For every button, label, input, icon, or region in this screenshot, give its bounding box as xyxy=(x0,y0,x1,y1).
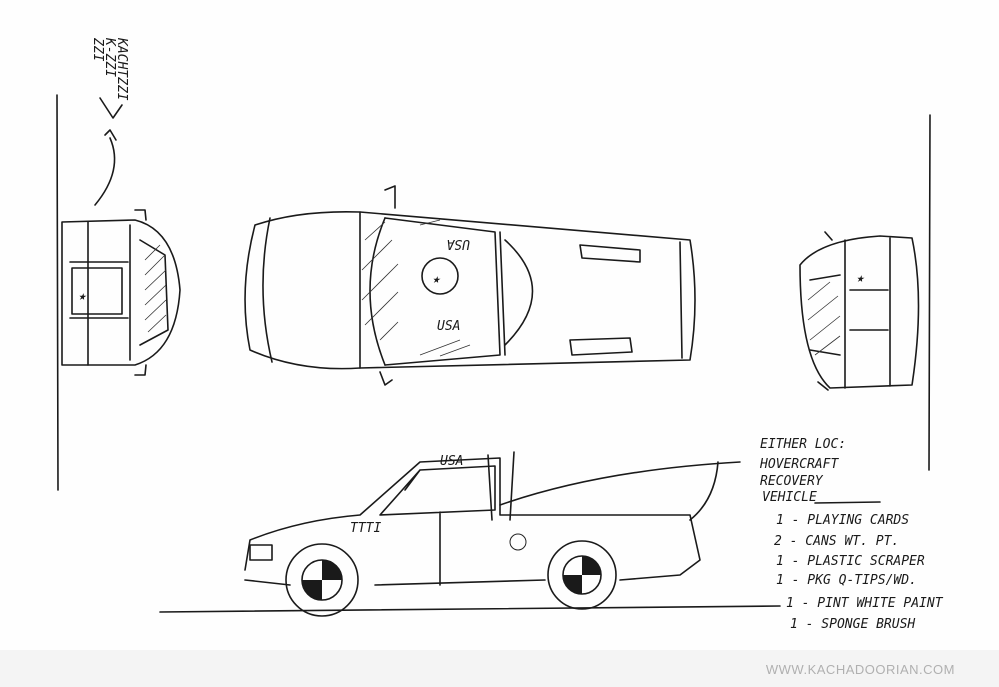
top-view: ★ USA USA xyxy=(244,185,696,386)
note-item: 1 - SPONGE BRUSH xyxy=(790,617,915,632)
right-wall-line xyxy=(928,114,931,471)
signature-line-1: KACHTZZI xyxy=(114,37,129,101)
front-view: ★ xyxy=(61,209,181,376)
side-view: USA TTTI xyxy=(159,451,781,617)
note-item: 1 - PLAYING CARDS xyxy=(776,513,909,528)
usa-marking-rev: USA xyxy=(447,236,470,251)
svg-text:★: ★ xyxy=(432,272,441,287)
notes-title-3: VEHICLE xyxy=(762,490,817,505)
arrow-icon xyxy=(94,129,117,206)
note-item: 2 - CANS WT. PT. xyxy=(774,534,899,549)
notes-title-1: HOVERCRAFT xyxy=(759,457,839,472)
signature: KACHTZZI K-ZZI ZZI xyxy=(90,37,129,206)
note-item: 1 - PLASTIC SCRAPER xyxy=(776,554,925,569)
usa-marking: USA xyxy=(437,319,460,334)
usa-marking-side: USA xyxy=(440,454,463,469)
left-wall-line xyxy=(56,94,59,491)
truck-sketch: KACHTZZI K-ZZI ZZI ★ ★ USA USA ★ xyxy=(56,37,944,632)
signature-line-3: ZZI xyxy=(90,37,105,62)
watermark: WWW.KACHADOORIAN.COM xyxy=(765,662,955,677)
svg-text:TTTI: TTTI xyxy=(350,521,381,536)
rear-view: ★ xyxy=(799,231,920,391)
footer: WWW.KACHADOORIAN.COM xyxy=(0,650,999,687)
leader-line xyxy=(499,461,741,506)
notes-heading: EITHER LOC: xyxy=(760,437,846,452)
notes-title-2: RECOVERY xyxy=(760,474,824,489)
notes: EITHER LOC: HOVERCRAFT RECOVERY VEHICLE … xyxy=(759,437,944,632)
signature-line-2: K-ZZI xyxy=(102,37,117,77)
svg-text:★: ★ xyxy=(856,271,865,286)
svg-text:★: ★ xyxy=(78,289,87,304)
sketch-sheet: KACHTZZI K-ZZI ZZI ★ ★ USA USA ★ xyxy=(56,37,944,632)
note-item: 1 - PINT WHITE PAINT xyxy=(786,596,944,611)
ground-line xyxy=(159,605,781,613)
note-item: 1 - PKG Q-TIPS/WD. xyxy=(776,573,917,588)
